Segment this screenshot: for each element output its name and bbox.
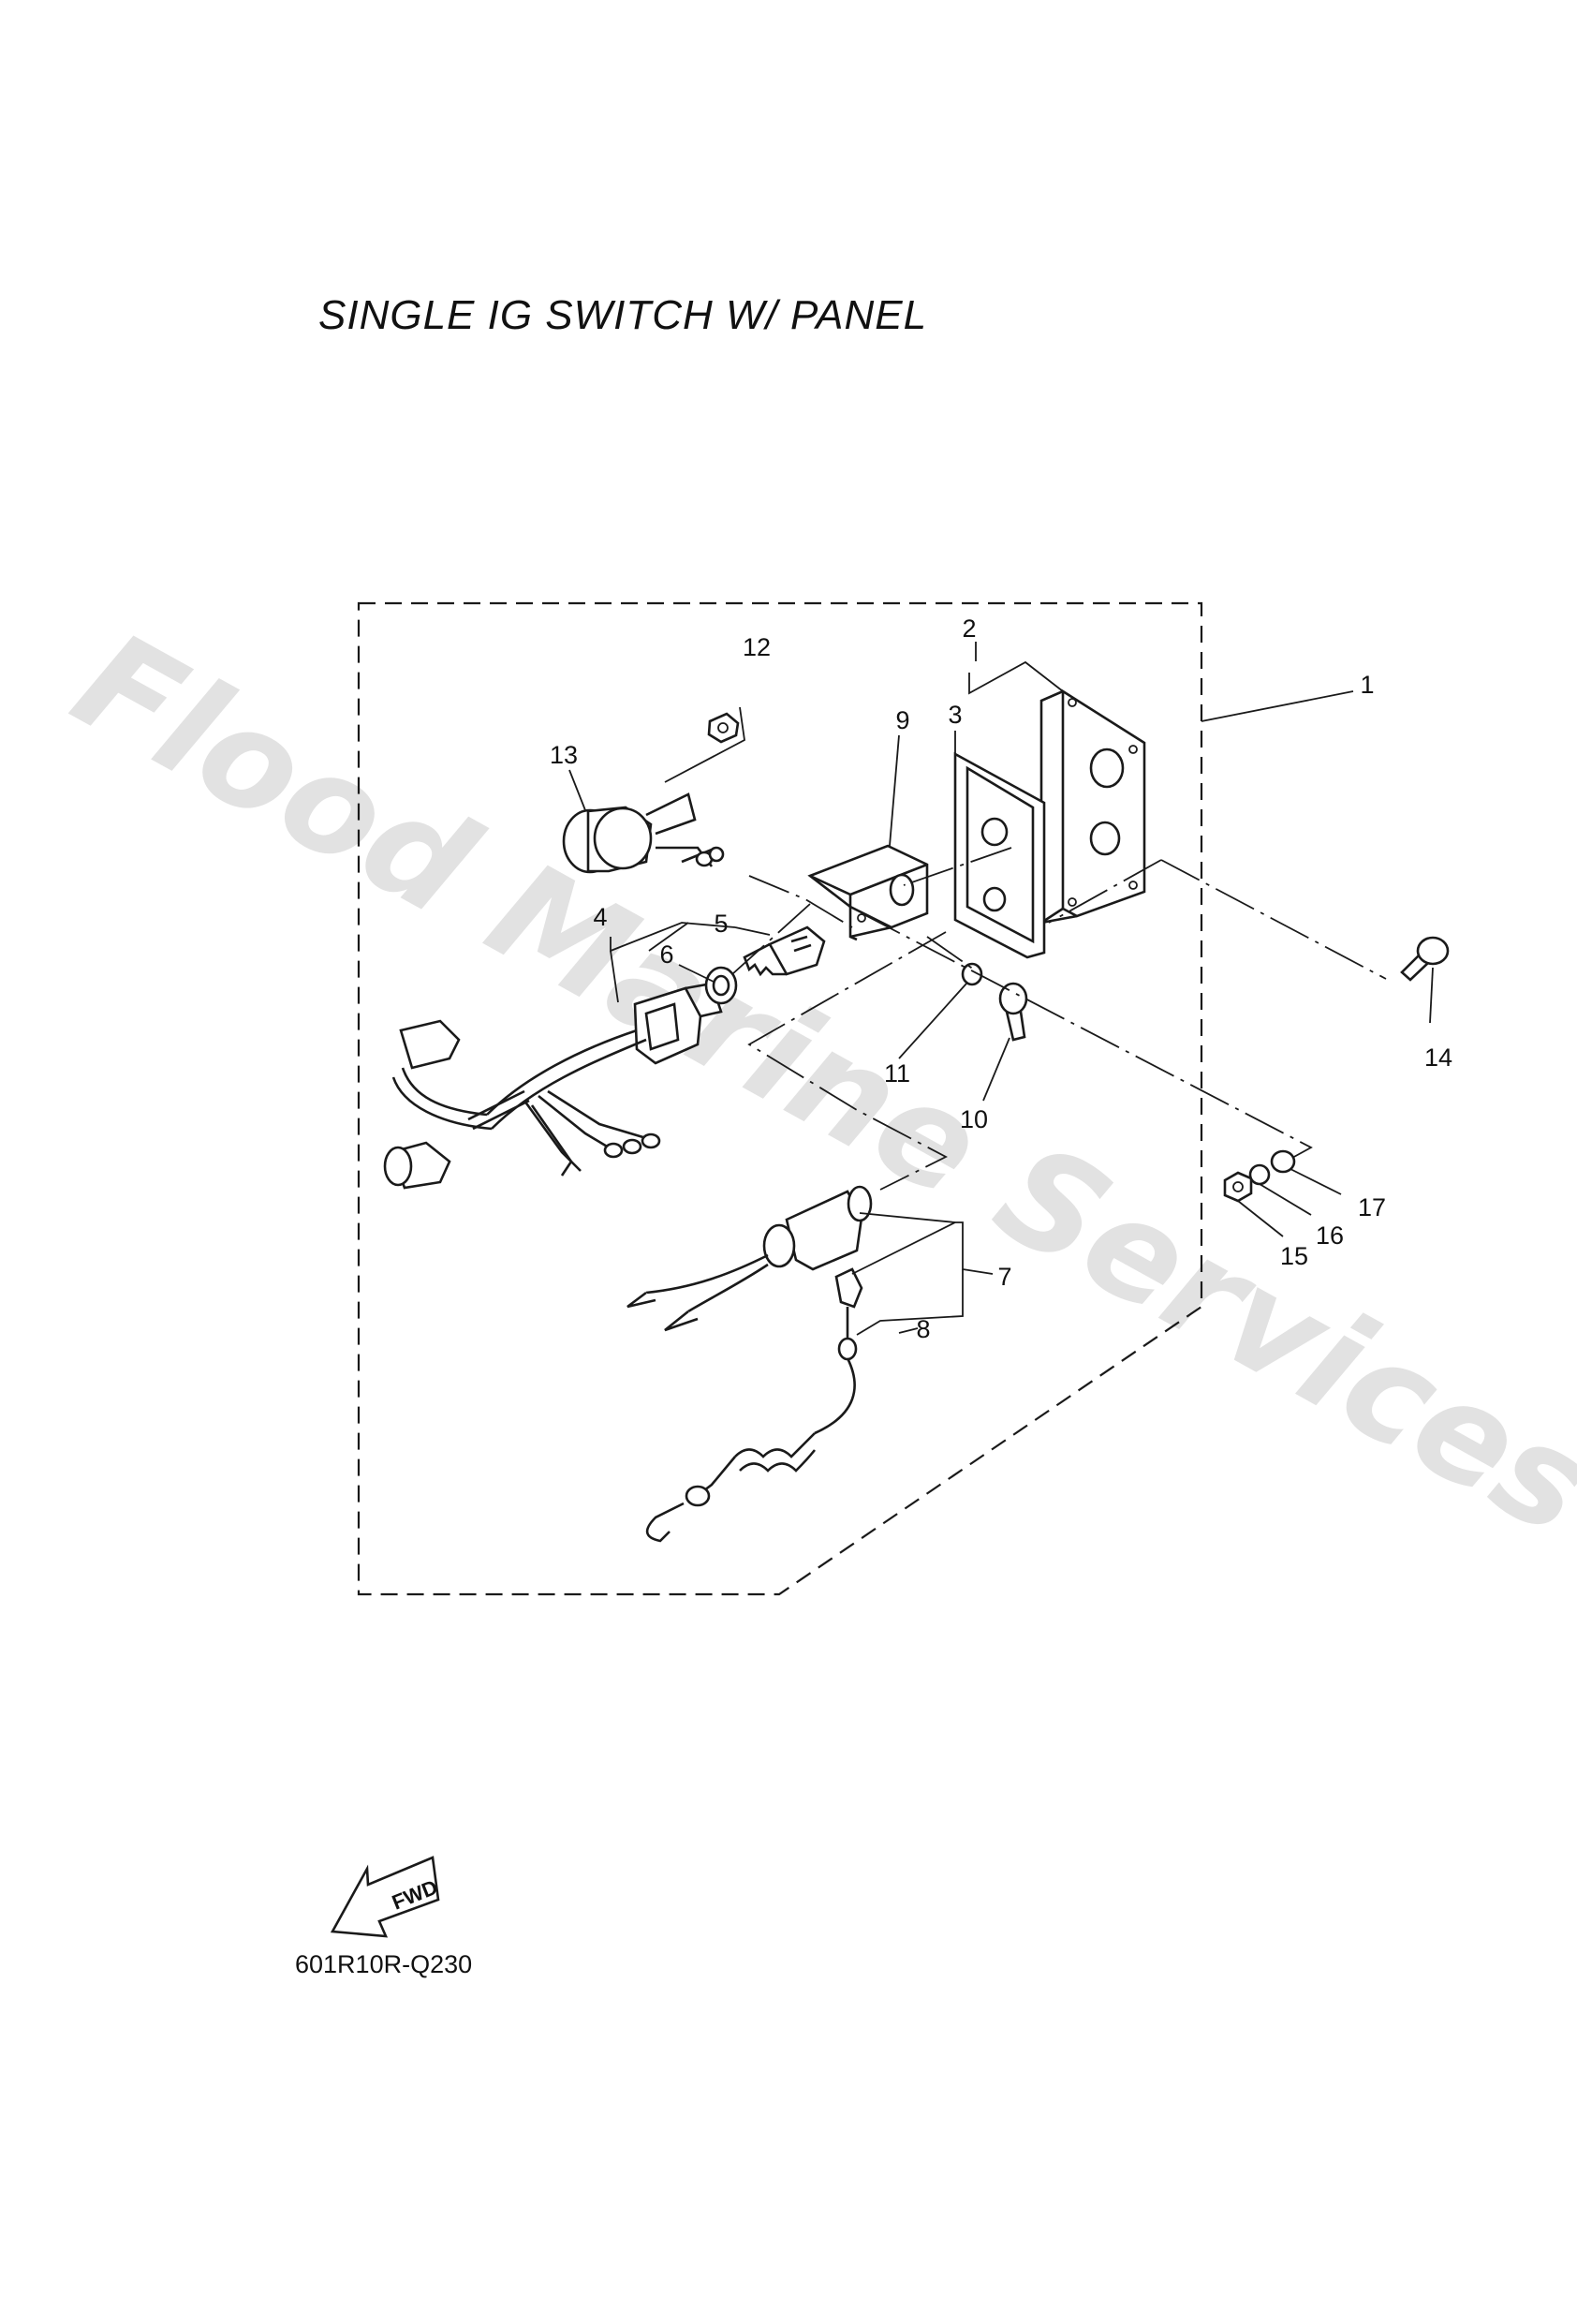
nut-washers-15-17 xyxy=(1223,1149,1296,1203)
stop-switch xyxy=(626,1185,873,1332)
drawing-code: 601R10R-Q230 xyxy=(295,1950,473,1978)
callout-1: 1 xyxy=(1360,671,1374,699)
washer-6-inner xyxy=(712,974,730,997)
switch-bracket xyxy=(807,844,929,941)
wire-harness xyxy=(383,1019,661,1190)
callout-2: 2 xyxy=(962,614,976,643)
bolt-10 xyxy=(998,982,1028,1042)
fwd-arrow: FWD xyxy=(330,1856,441,1938)
callout-6: 6 xyxy=(659,940,673,969)
callout-15: 15 xyxy=(1280,1242,1308,1270)
callout-10: 10 xyxy=(960,1105,988,1133)
buzzer xyxy=(562,792,725,874)
callout-9: 9 xyxy=(895,706,909,734)
callout-4: 4 xyxy=(593,903,607,931)
callout-17: 17 xyxy=(1358,1193,1386,1221)
circlip-11 xyxy=(961,962,983,986)
callout-7: 7 xyxy=(997,1263,1011,1291)
key xyxy=(743,925,826,977)
callout-labels: 1 2 3 4 5 6 7 8 9 10 11 12 13 14 15 16 1… xyxy=(550,614,1452,1343)
callout-13: 13 xyxy=(550,741,578,769)
nut-12 xyxy=(707,712,740,744)
diagram-title: SINGLE IG SWITCH W/ PANEL xyxy=(318,292,928,338)
lanyard-clip xyxy=(645,1267,863,1543)
callout-12: 12 xyxy=(743,633,771,661)
washer-6 xyxy=(704,966,738,1005)
leader-lines xyxy=(568,642,1434,1336)
callout-11: 11 xyxy=(884,1059,910,1088)
gasket-plate xyxy=(953,751,1046,959)
callout-16: 16 xyxy=(1316,1221,1344,1250)
callout-14: 14 xyxy=(1424,1044,1452,1072)
callout-8: 8 xyxy=(916,1315,930,1343)
callout-5: 5 xyxy=(714,910,728,938)
screw-14 xyxy=(1400,936,1450,982)
watermark-text: Flood Marine Services xyxy=(50,601,1577,1567)
callout-3: 3 xyxy=(948,701,962,729)
panel-plate xyxy=(1039,688,1146,925)
